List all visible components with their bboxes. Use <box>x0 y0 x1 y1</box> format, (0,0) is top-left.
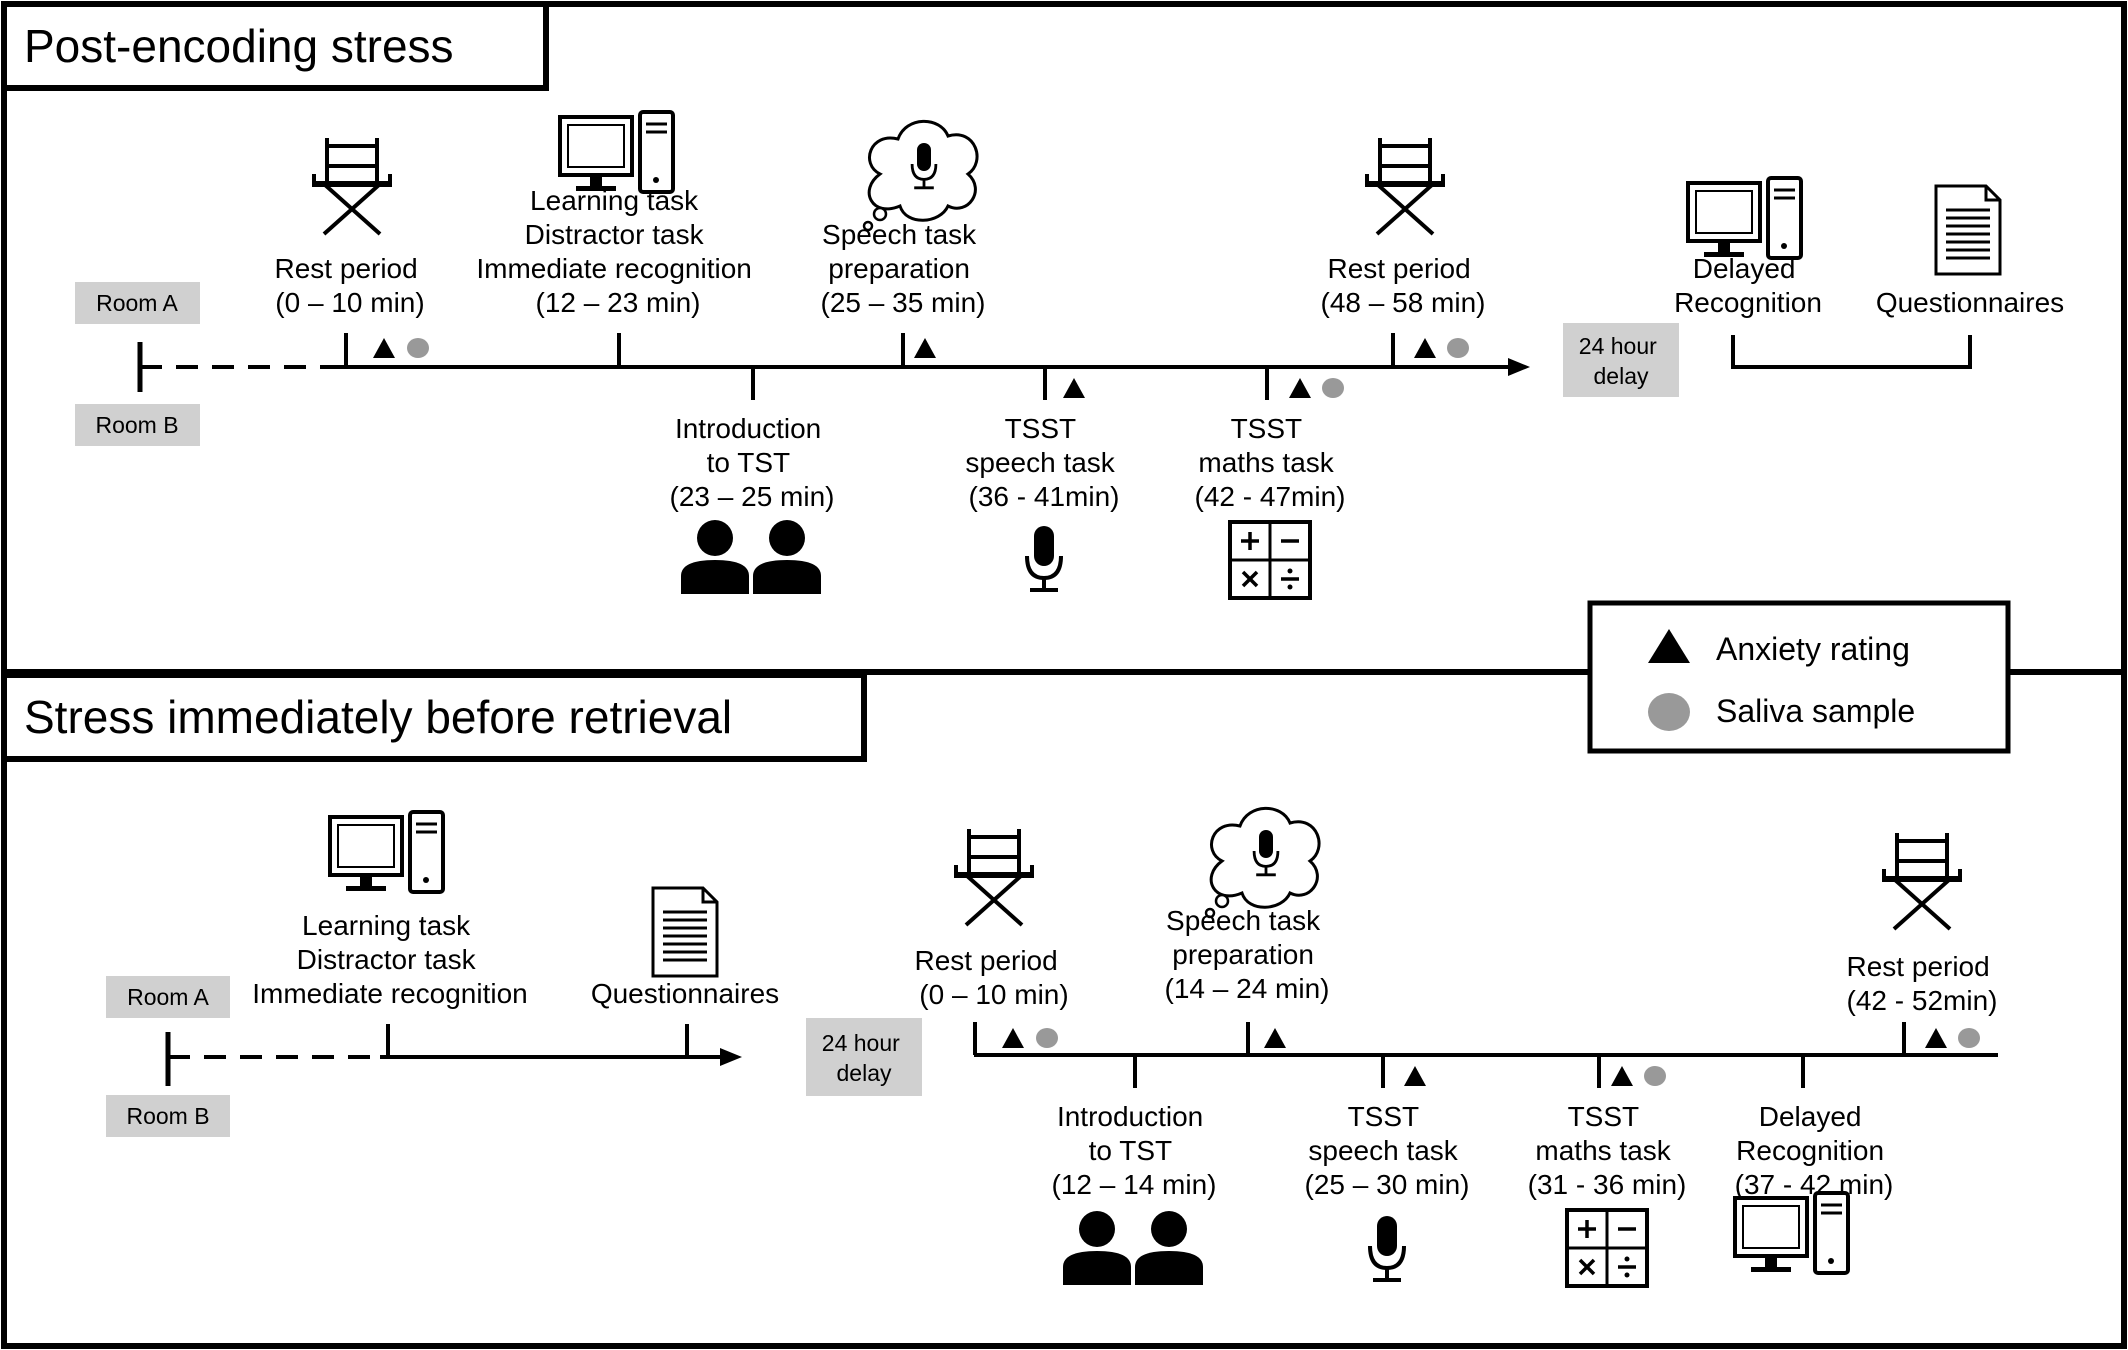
delay-label: 24 hour delay <box>1579 333 1663 389</box>
tsst-maths-label: TSST maths task (31 - 36 min) <box>1528 1101 1687 1200</box>
speech-preparation-label: Speech task preparation (25 – 35 min) <box>821 219 986 318</box>
anxiety-rating-marker <box>914 338 936 358</box>
anxiety-rating-marker <box>373 338 395 358</box>
delay-label: 24 hour delay <box>822 1030 906 1086</box>
calculator-icon <box>1228 520 1312 600</box>
computer-icon <box>1733 1191 1850 1275</box>
director-chair-icon <box>1365 138 1445 234</box>
anxiety-rating-marker <box>1404 1066 1426 1086</box>
panel-title-box <box>1 1 549 91</box>
legend-anxiety-label: Anxiety rating <box>1716 631 1910 667</box>
panel-before-retrieval: Stress immediately before retrieval Room… <box>1 672 1998 1288</box>
rest-period-1-label: Rest period (0 – 10 min) <box>915 945 1069 1010</box>
saliva-sample-marker <box>1644 1066 1666 1086</box>
anxiety-rating-marker <box>1063 378 1085 398</box>
saliva-sample-marker <box>407 338 429 358</box>
room-b-box <box>75 404 200 446</box>
rest-period-2-label: Rest period (42 - 52min) <box>1847 951 1998 1016</box>
tsst-speech-label: TSST speech task (25 – 30 min) <box>1305 1101 1470 1200</box>
tsst-speech-label: TSST speech task (36 - 41min) <box>965 413 1122 512</box>
room-a-box <box>106 976 230 1018</box>
calculator-icon <box>1565 1208 1649 1288</box>
director-chair-icon <box>312 138 392 234</box>
delay-box <box>1563 323 1679 397</box>
speech-preparation-label: Speech task preparation (14 – 24 min) <box>1165 905 1330 1004</box>
director-chair-icon <box>954 829 1034 925</box>
saliva-sample-marker <box>1958 1028 1980 1048</box>
anxiety-rating-marker <box>1264 1028 1286 1048</box>
panel-title: Stress immediately before retrieval <box>24 691 732 743</box>
rest-period-1-label: Rest period (0 – 10 min) <box>275 253 426 318</box>
anxiety-rating-marker <box>1414 338 1436 358</box>
legend: Anxiety rating Saliva sample <box>1587 600 2011 754</box>
two-people-icon <box>1063 1211 1203 1285</box>
room-b-box <box>106 1095 230 1137</box>
rest-period-2-label: Rest period (48 – 58 min) <box>1321 253 1486 318</box>
panel-title-box <box>1 672 867 762</box>
director-chair-icon <box>1882 833 1962 929</box>
introduction-label: Introduction to TST (12 – 14 min) <box>1052 1101 1217 1200</box>
learning-task-label: Learning task Distractor task Immediate … <box>476 185 759 318</box>
learning-task-label: Learning task Distractor task Immediate … <box>252 910 527 1009</box>
computer-icon <box>558 110 675 194</box>
questionnaires-label: Questionnaires <box>591 978 779 1009</box>
anxiety-rating-marker <box>1611 1066 1633 1086</box>
panel-post-encoding: Post-encoding stress Room A Room B <box>1 1 2064 600</box>
anxiety-rating-marker <box>1289 378 1311 398</box>
thought-bubble-microphone-icon <box>864 121 977 230</box>
room-a-box <box>75 282 200 324</box>
triangle-icon <box>1648 629 1690 663</box>
saliva-sample-marker <box>1036 1028 1058 1048</box>
microphone-icon <box>1370 1216 1404 1280</box>
microphone-icon <box>1027 526 1061 590</box>
legend-saliva-label: Saliva sample <box>1716 693 1915 729</box>
computer-icon <box>1686 176 1803 260</box>
room-b-label: Room B <box>126 1103 209 1129</box>
circle-icon <box>1648 693 1690 731</box>
delayed-recognition-label: Delayed Recognition (37 - 42 min) <box>1735 1101 1894 1200</box>
questionnaires-label: Questionnaires <box>1876 287 2064 318</box>
computer-icon <box>328 810 445 894</box>
delayed-recognition-label: Delayed Recognition <box>1674 253 1822 318</box>
session-bracket <box>1731 335 1972 369</box>
anxiety-rating-marker <box>1925 1028 1947 1048</box>
introduction-label: Introduction to TST (23 – 25 min) <box>670 413 835 512</box>
tsst-maths-label: TSST maths task (42 - 47min) <box>1195 413 1346 512</box>
room-a-label: Room A <box>96 290 178 316</box>
saliva-sample-marker <box>1322 378 1344 398</box>
timeline-arrowhead <box>720 1048 742 1066</box>
room-b-label: Room B <box>95 412 178 438</box>
saliva-sample-marker <box>1447 338 1469 358</box>
room-a-label: Room A <box>127 984 209 1010</box>
delay-box <box>806 1018 922 1096</box>
thought-bubble-microphone-icon <box>1206 808 1319 917</box>
document-icon <box>651 886 719 978</box>
two-people-icon <box>681 520 821 594</box>
panel-title: Post-encoding stress <box>24 20 454 72</box>
timeline-arrowhead <box>1508 358 1530 376</box>
document-icon <box>1934 184 2002 276</box>
anxiety-rating-marker <box>1002 1028 1024 1048</box>
